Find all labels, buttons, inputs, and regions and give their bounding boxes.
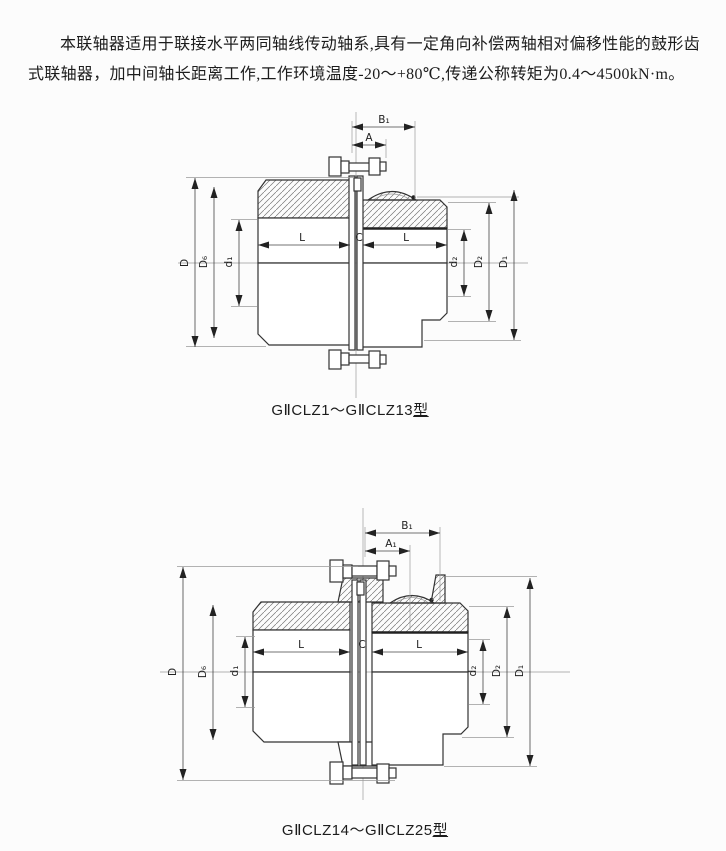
dim-label-D6: D₆ [198,256,210,268]
figure2-caption-type: 型 [432,822,449,839]
bottom-bolt [329,761,397,785]
dim-label-L-left: L [298,639,304,651]
bottom-bolt [328,349,387,370]
top-bolt [328,156,387,177]
center-flange [328,156,387,370]
figure1-caption-text: GⅡCLZ1～GⅡCLZ13 [271,402,414,419]
dim-label-A1: A₁ [385,538,396,550]
dim-label-D: D [179,259,191,267]
dim-label-D: D [167,668,179,676]
figure1-caption-type: 型 [413,402,429,419]
dim-label-L-right: L [403,232,409,244]
dim-label-L-right: L [416,639,422,651]
dim-label-B1: B₁ [378,114,389,126]
dim-label-d1: d₁ [223,257,235,268]
dim-label-A: A [365,132,373,144]
gear-contact-dot [411,195,416,200]
dim-label-B1: B₁ [401,520,412,532]
dim-label-d2: d₂ [448,257,460,268]
intro-paragraph: 本联轴器适用于联接水平两同轴线传动轴系,具有一定角向补偿两轴相对偏移性能的鼓形齿… [28,36,701,83]
dim-label-C: C [358,639,365,651]
figure1-caption: GⅡCLZ1～GⅡCLZ13型 [170,399,530,420]
dimensions: B₁ A₁ D D₆ d₁ d₂ D₂ D₁ [167,520,537,781]
dim-label-D1: D₁ [514,665,526,677]
figure2-caption-text: GⅡCLZ14～GⅡCLZ25 [281,822,433,839]
dim-label-D6: D₆ [197,666,209,678]
figure-coupling-type1: B₁ A D D₆ d₁ d₂ D₂ D₁ [178,112,528,398]
left-hub [257,179,351,346]
dim-label-D2: D₂ [491,665,503,677]
dim-label-L-left: L [299,232,305,244]
top-bolt [329,559,397,583]
dim-label-D1: D₁ [498,256,510,268]
center-flange [329,559,397,785]
right-hub [361,190,448,348]
right-hub [371,574,469,766]
dim-label-d1: d₁ [229,666,241,677]
dimensions: B₁ A D D₆ d₁ d₂ D₂ D₁ [179,114,521,347]
figure-coupling-type2: B₁ A₁ D D₆ d₁ d₂ D₂ D₁ [160,508,570,800]
figure2-caption: GⅡCLZ14～GⅡCLZ25型 [150,819,580,840]
dim-label-C: C [355,232,362,244]
dim-label-D2: D₂ [473,256,485,268]
dim-label-d2: d₂ [467,666,479,677]
